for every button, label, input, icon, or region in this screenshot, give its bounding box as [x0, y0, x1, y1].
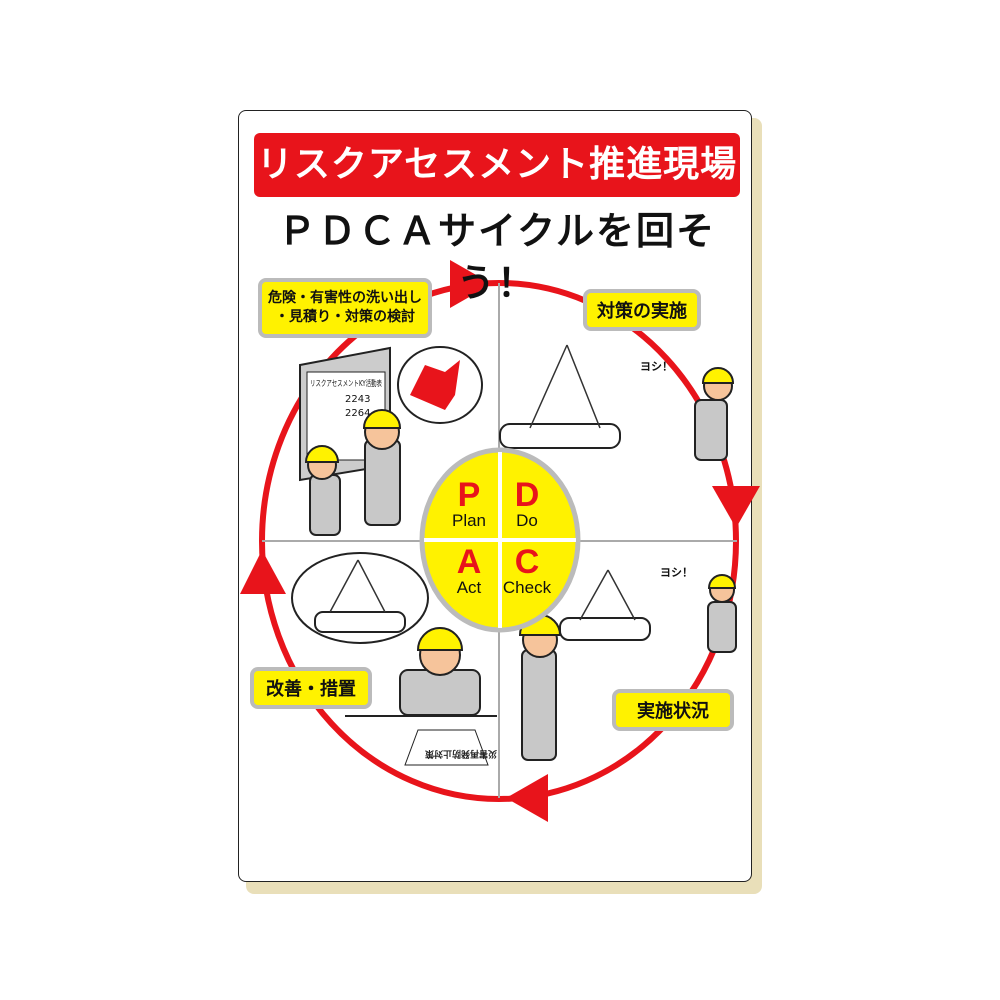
act-word: Act [456, 578, 482, 597]
pdca-do: D Do [500, 478, 554, 530]
act-letter: A [456, 543, 482, 581]
sign-title: リスクアセスメント推進現場 [254, 133, 740, 197]
check-letter: C [514, 543, 540, 581]
danger-burst [410, 360, 460, 410]
pdca-plan: P Plan [440, 478, 498, 530]
label-check: 実施状況 [612, 689, 734, 731]
label-plan: 危険・有害性の洗い出し ・見積り・対策の検討 [258, 278, 432, 338]
thought-bubble-act [291, 552, 429, 644]
plan-letter: P [457, 476, 481, 514]
do-word: Do [516, 511, 538, 530]
shout-1: ヨシ！ [640, 360, 673, 373]
label-do: 対策の実施 [583, 289, 701, 331]
board-num2: 2264 [345, 408, 370, 419]
pdca-check: C Check [498, 545, 556, 597]
label-act: 改善・措置 [250, 667, 372, 709]
board-title: リスクアセスメントKY活動表 [310, 378, 382, 388]
pipe-bundle [314, 423, 651, 641]
pdca-act: A Act [440, 545, 498, 597]
plan-word: Plan [451, 511, 487, 530]
label-plan-line1: 危険・有害性の洗い出し [268, 290, 422, 306]
board-num1: 2243 [345, 394, 370, 405]
arrow-icon-top [450, 260, 492, 308]
do-letter: D [514, 476, 540, 514]
sign-subtitle: ＰＤＣＡサイクルを回そう！ [277, 209, 717, 305]
check-word: Check [502, 578, 552, 597]
arrow-icon-left [240, 550, 286, 594]
worker-figure [304, 367, 737, 761]
label-plan-line2: ・見積り・対策の検討 [275, 309, 415, 325]
memo-text: 災害再発防止対策 [425, 748, 498, 758]
shout-2: ヨシ！ [660, 566, 693, 579]
crane-slings [329, 344, 636, 621]
memo-paper [404, 729, 489, 766]
arrow-icon-right [712, 486, 760, 528]
arrow-icon-bottom [506, 774, 548, 822]
